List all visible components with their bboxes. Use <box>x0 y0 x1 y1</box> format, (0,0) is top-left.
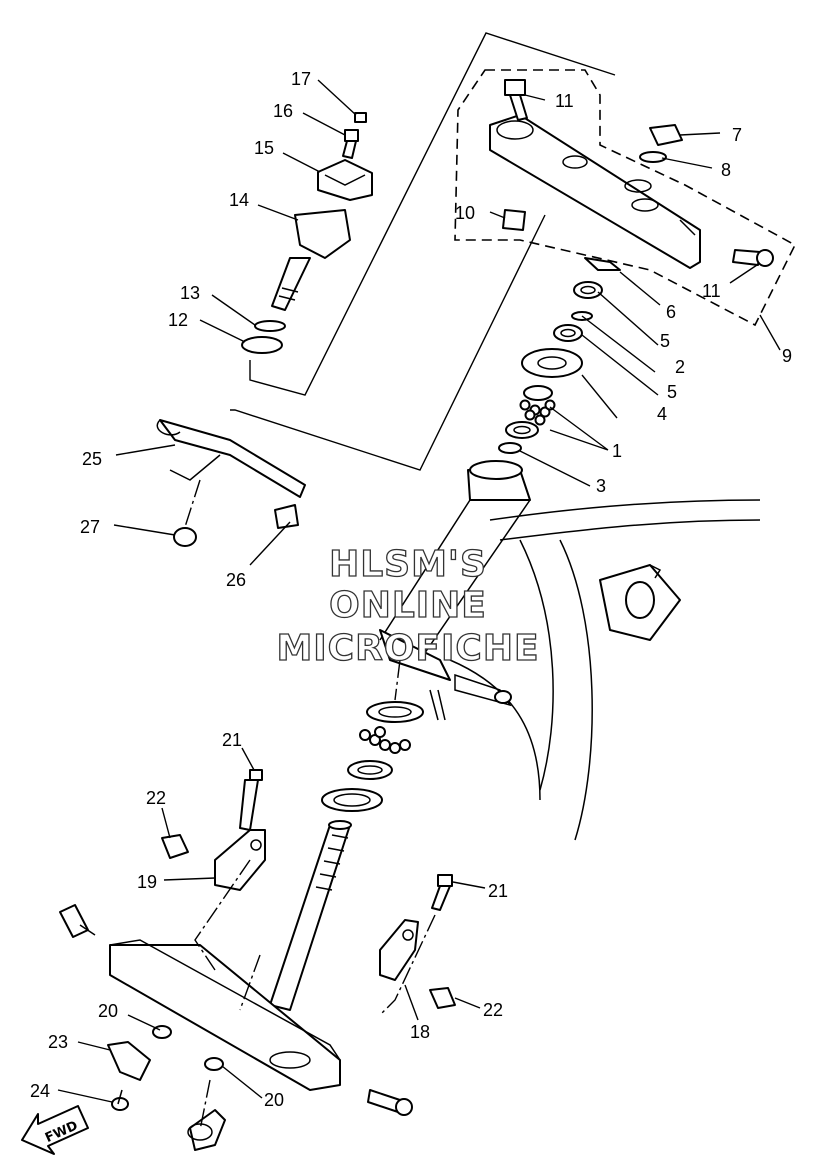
callout-15: 15 <box>254 138 274 158</box>
assembly-guide-lines <box>184 32 616 1131</box>
callout-14: 14 <box>229 190 249 210</box>
handlebar-holder-group <box>241 112 373 354</box>
callout-20a: 20 <box>98 1001 118 1021</box>
lower-ball-bearings <box>359 726 411 754</box>
callout-10: 10 <box>455 203 475 223</box>
callout-27: 27 <box>80 517 100 537</box>
callout-8: 8 <box>721 160 731 180</box>
watermark-line-3: MICROFICHE <box>276 628 539 669</box>
callout-4: 4 <box>657 404 667 424</box>
callout-1: 1 <box>612 441 622 461</box>
watermark-line-2: ONLINE <box>329 585 487 626</box>
callout-6: 6 <box>666 302 676 322</box>
callout-18: 18 <box>410 1022 430 1042</box>
callout-16: 16 <box>273 101 293 121</box>
upper-ball-bearings <box>519 399 556 426</box>
cable-guide-group <box>156 419 306 547</box>
lower-bearing-stack <box>321 701 424 812</box>
callout-21b: 21 <box>488 881 508 901</box>
callout-11a: 11 <box>555 91 574 111</box>
callout-9: 9 <box>782 346 792 366</box>
callout-leaders <box>57 79 781 1103</box>
callout-22b: 22 <box>483 1000 503 1020</box>
callout-26: 26 <box>226 570 246 590</box>
callout-22a: 22 <box>146 788 166 808</box>
callout-5b: 5 <box>667 382 677 402</box>
callout-25: 25 <box>82 449 102 469</box>
callout-11b: 11 <box>702 281 721 301</box>
frame <box>379 460 761 841</box>
callout-5a: 5 <box>660 331 670 351</box>
upper-bearing-stack <box>498 257 621 454</box>
watermark-line-1: HLSM'S <box>329 544 487 585</box>
callout-2: 2 <box>675 357 685 377</box>
callout-21a: 21 <box>222 730 242 750</box>
brake-hose-brackets <box>107 769 456 1151</box>
callout-17: 17 <box>291 69 311 89</box>
callout-13: 13 <box>180 283 200 303</box>
watermark: HLSM'S ONLINE MICROFICHE <box>276 543 539 669</box>
steering-stem <box>59 820 413 1116</box>
callout-24: 24 <box>30 1081 50 1101</box>
callout-23: 23 <box>48 1032 68 1052</box>
callout-19: 19 <box>137 872 157 892</box>
callout-7: 7 <box>732 125 742 145</box>
callout-20b: 20 <box>264 1090 284 1110</box>
callout-3: 3 <box>596 476 606 496</box>
upper-bracket-assembly <box>454 69 797 327</box>
callout-numbers: 1 2 3 4 5 5 6 7 8 9 10 11 11 12 13 14 15… <box>30 69 792 1110</box>
callout-12: 12 <box>168 310 188 330</box>
fwd-arrow: FWD <box>21 1105 89 1155</box>
